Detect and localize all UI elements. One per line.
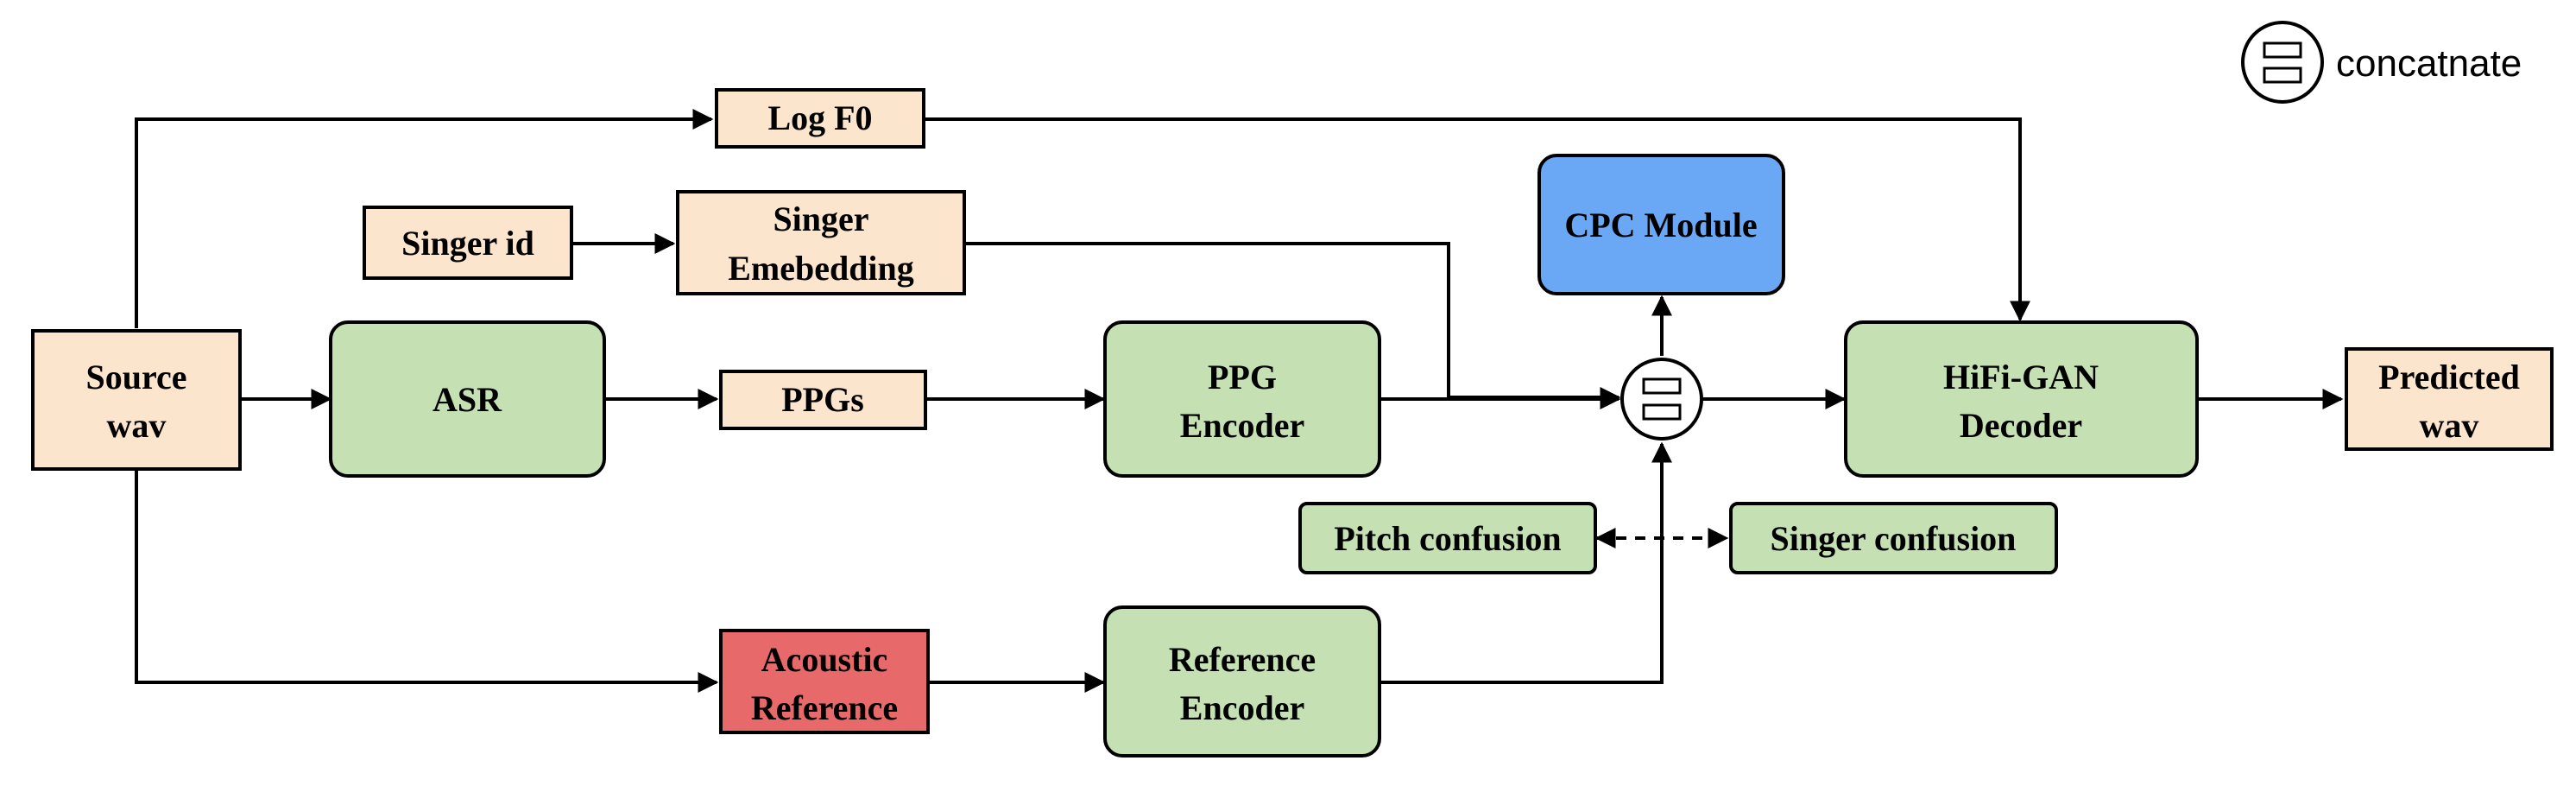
asr-box: [329, 320, 606, 478]
reference-encoder-label-line1: Reference: [1169, 640, 1316, 679]
singer-embedding-label-line1: Singer: [773, 200, 868, 238]
ppg-encoder-label-line1: PPG: [1208, 358, 1277, 396]
node-acoustic-reference: Acoustic Reference: [719, 629, 930, 734]
edges: [135, 109, 2344, 693]
acoustic-reference-label-line1: Acoustic: [761, 640, 888, 679]
singer-embedding-label-line2: Emebedding: [728, 249, 914, 288]
singer-id-box: [363, 206, 573, 280]
predicted-wav-label-line1: Predicted: [2378, 358, 2520, 396]
asr-label: ASR: [432, 380, 502, 419]
singer-id-label: Singer id: [401, 224, 534, 263]
pitch-confusion-box: [1298, 502, 1597, 574]
edge-logf0-to-decoder: [924, 117, 2030, 322]
ppgs-label: PPGs: [781, 380, 864, 419]
concat-node: [1620, 358, 1703, 441]
singer-confusion-box: [1729, 502, 2058, 574]
node-reference-encoder: Reference Encoder: [1103, 605, 1381, 757]
node-singer-confusion: Singer confusion: [1729, 502, 2058, 574]
node-predicted-wav: Predicted wav: [2345, 347, 2554, 451]
node-cpc-module: CPC Module: [1537, 154, 1785, 295]
node-ppg-encoder: PPG Encoder: [1103, 320, 1381, 478]
node-singer-id: Singer id: [363, 206, 573, 280]
edge-refencoder-to-concat: [1380, 441, 1672, 684]
edge-source-to-logf0: [135, 109, 714, 328]
legend: concatnate: [2241, 21, 2522, 104]
concat-node-bar-bottom: [1642, 403, 1682, 421]
node-asr: ASR: [329, 320, 606, 478]
concat-node-bar-top: [1642, 377, 1682, 395]
reference-encoder-box: [1103, 605, 1381, 757]
edge-source-to-acoustic: [135, 471, 719, 693]
hifigan-decoder-label-line2: Decoder: [1960, 406, 2082, 445]
cpc-module-box: [1537, 154, 1785, 295]
node-ppgs: PPGs: [719, 370, 927, 430]
hifigan-decoder-label-line1: HiFi-GAN: [1943, 358, 2099, 396]
source-wav-box: [31, 329, 242, 471]
node-singer-embedding: Singer Emebedding: [676, 190, 966, 295]
pitch-confusion-label: Pitch confusion: [1334, 519, 1561, 558]
reference-encoder-label-line2: Encoder: [1180, 688, 1304, 727]
predicted-wav-box: [2345, 347, 2554, 451]
ppg-encoder-box: [1103, 320, 1381, 478]
log-f0-box: [715, 88, 925, 149]
ppgs-box: [719, 370, 927, 430]
source-wav-label-line2: wav: [107, 406, 167, 445]
acoustic-reference-box: [719, 629, 930, 734]
node-log-f0: Log F0: [715, 88, 925, 149]
source-wav-label-line1: Source: [85, 358, 186, 396]
concat-node-circle: [1620, 358, 1703, 441]
node-source-wav: Source wav: [31, 329, 242, 471]
singer-embedding-box: [676, 190, 966, 295]
ppg-encoder-label-line2: Encoder: [1180, 406, 1304, 445]
log-f0-label: Log F0: [767, 98, 872, 137]
concatenate-icon: [2241, 21, 2324, 104]
node-pitch-confusion: Pitch confusion: [1298, 502, 1597, 574]
hifigan-decoder-box: [1844, 320, 2199, 478]
singer-confusion-label: Singer confusion: [1771, 519, 2017, 558]
cpc-module-label: CPC Module: [1564, 206, 1757, 244]
acoustic-reference-label-line2: Reference: [751, 688, 898, 727]
predicted-wav-label-line2: wav: [2420, 406, 2479, 445]
node-hifigan-decoder: HiFi-GAN Decoder: [1844, 320, 2199, 478]
legend-concat-label: concatnate: [2336, 42, 2522, 85]
